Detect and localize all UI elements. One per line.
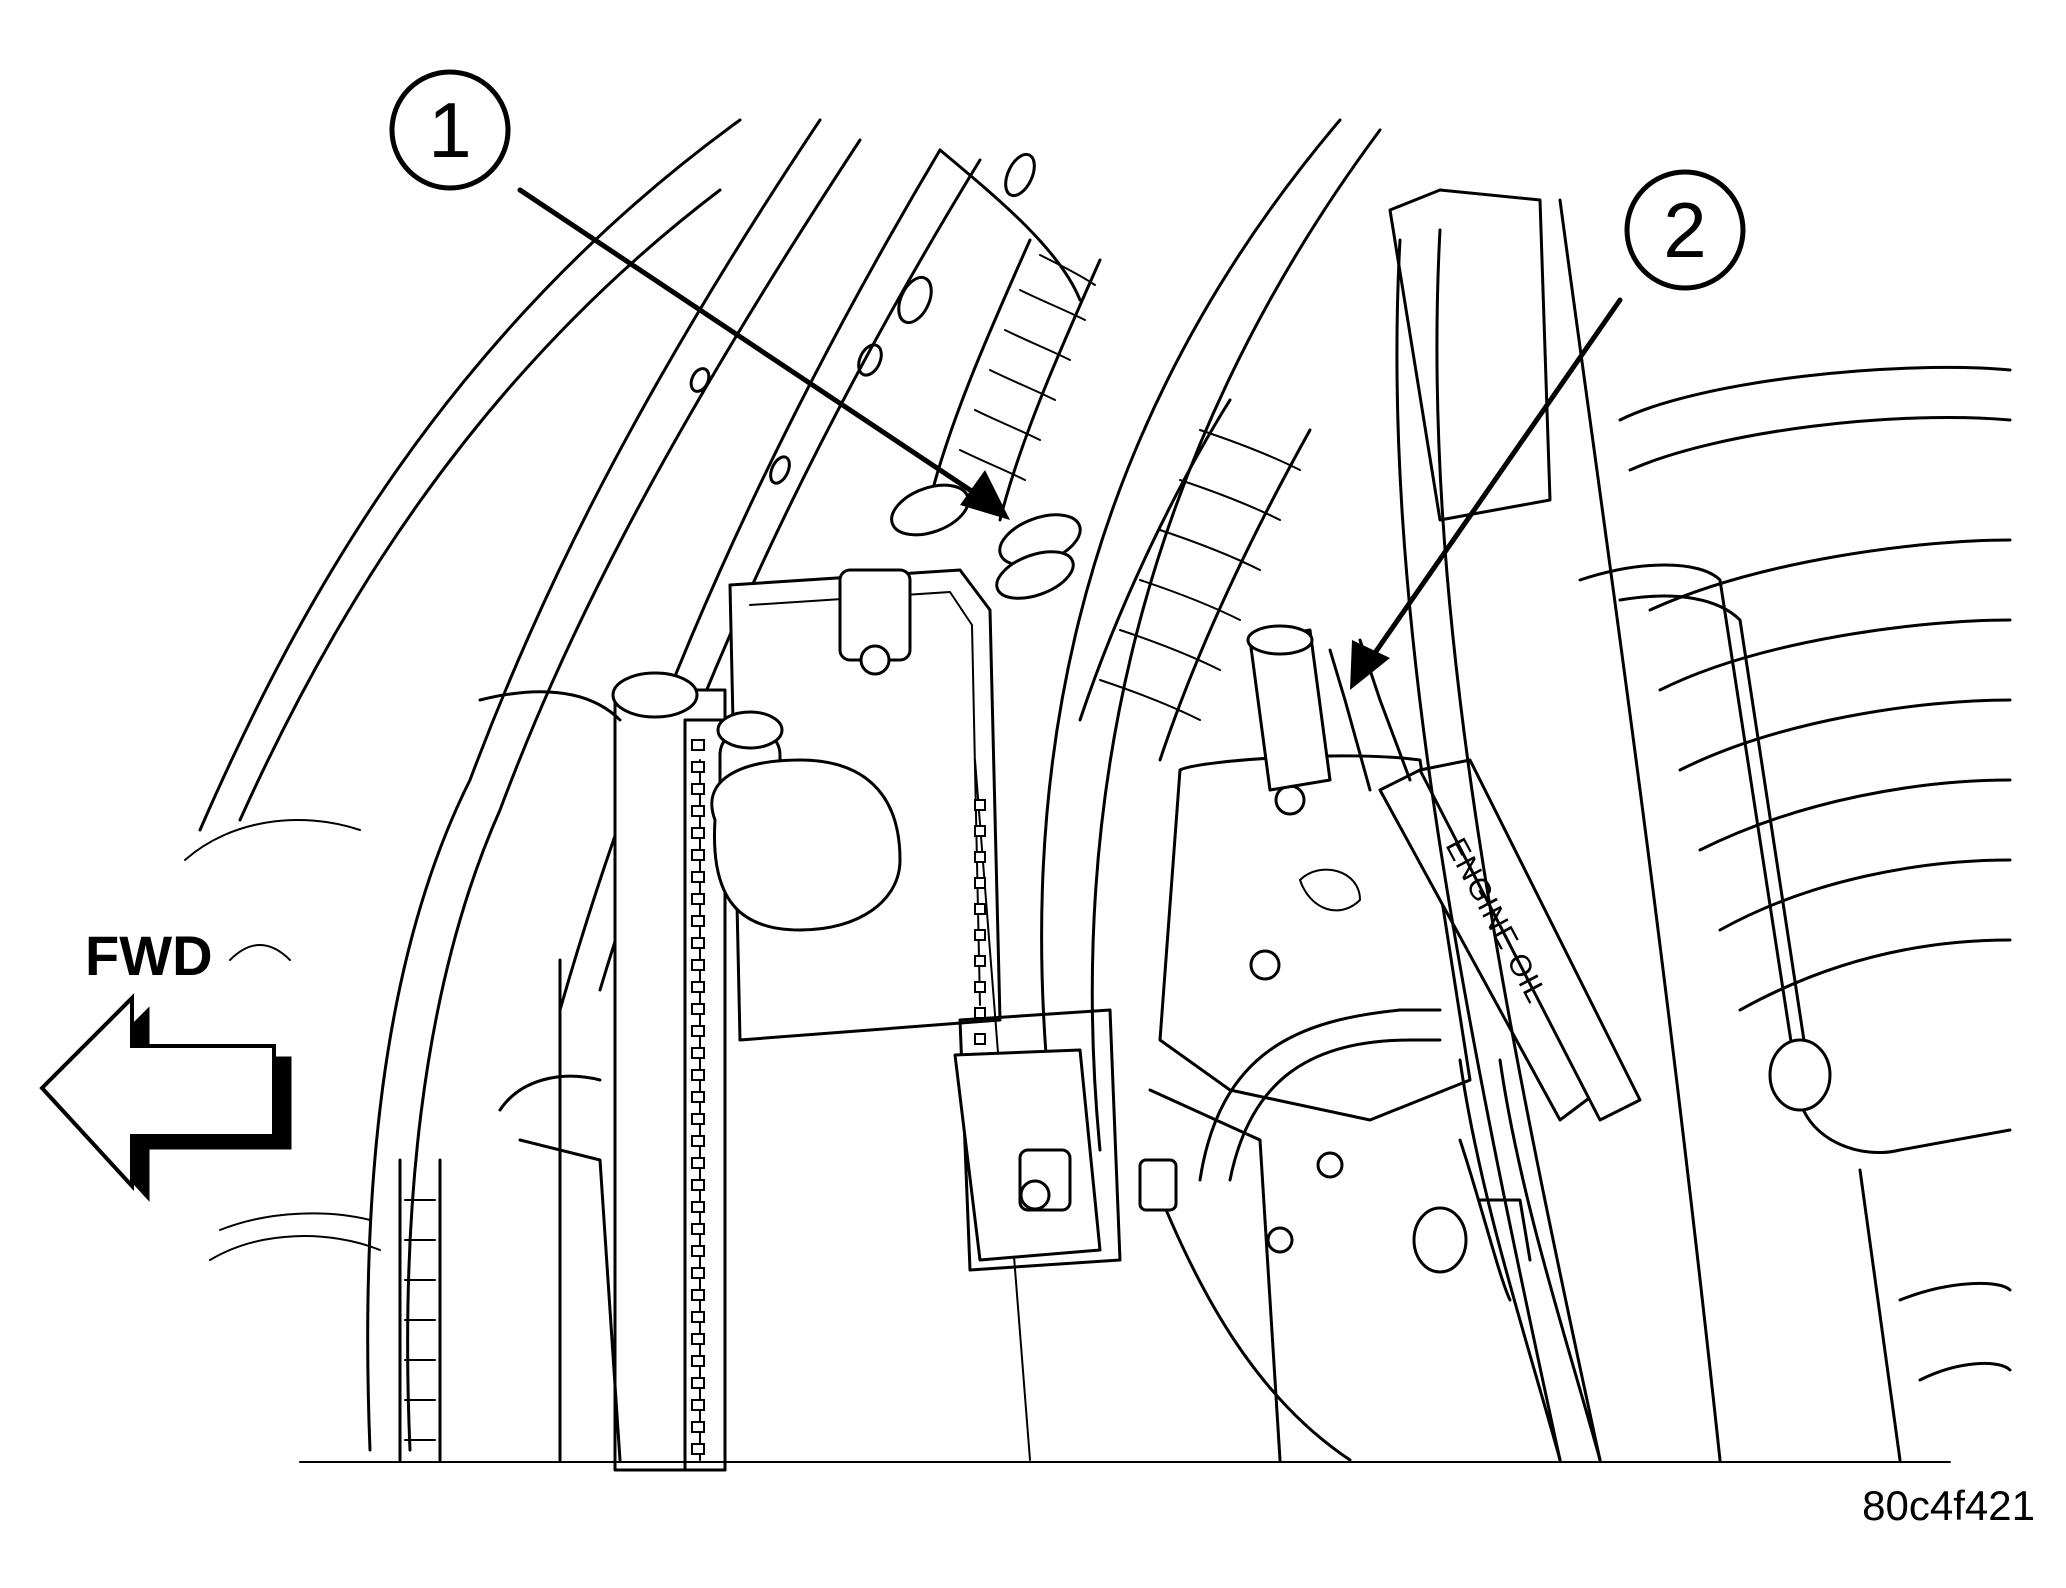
hose-clamp <box>890 483 1082 600</box>
radiator-fin <box>691 805 705 817</box>
radiator-fin <box>691 1399 705 1411</box>
callout-1-leader <box>517 187 988 503</box>
callout-2-circle <box>1624 169 1746 291</box>
radiator-fin <box>691 915 705 927</box>
callout-1-number: 1 <box>428 86 471 174</box>
radiator-fin <box>691 1311 705 1323</box>
radiator-fin <box>691 1091 705 1103</box>
callout-2-arrowhead <box>1350 640 1390 690</box>
bracket-slot <box>974 929 986 941</box>
bracket-slot <box>974 877 986 889</box>
radiator-fin <box>691 739 705 751</box>
callout-1: 1 <box>389 69 1010 520</box>
radiator-fin <box>691 1443 705 1455</box>
radiator-fin <box>691 871 705 883</box>
radiator-fin <box>691 1003 705 1015</box>
radiator-fin <box>691 1289 705 1301</box>
bracket-slot <box>974 903 986 915</box>
radiator-fin <box>691 1333 705 1345</box>
radiator-fin <box>691 1135 705 1147</box>
radiator-fin <box>691 1047 705 1059</box>
lower-hose <box>1078 398 1312 762</box>
radiator-fin <box>691 1201 705 1213</box>
callout-2-leader <box>1367 297 1623 663</box>
radiator-fin <box>691 893 705 905</box>
callout-2-number: 2 <box>1663 186 1706 274</box>
bracket-slot <box>974 825 986 837</box>
radiator-fin <box>691 1355 705 1367</box>
radiator-fin <box>691 827 705 839</box>
bracket-slot <box>974 1033 986 1045</box>
radiator-fin <box>691 937 705 949</box>
radiator-fin <box>691 1069 705 1081</box>
callout-1-circle <box>389 69 511 191</box>
bracket-slot <box>974 851 986 863</box>
bracket-slot <box>974 955 986 967</box>
bracket-slot <box>974 981 986 993</box>
fender-outline <box>184 118 862 1452</box>
engine-controller <box>1158 624 1472 1122</box>
callout-2: 2 <box>1350 169 1746 690</box>
radiator-fin <box>691 1267 705 1279</box>
radiator-fin <box>691 1113 705 1125</box>
radiator-fins <box>691 739 986 1455</box>
radiator-fin <box>691 1421 705 1433</box>
radiator-fin <box>691 1025 705 1037</box>
bracket-slot <box>974 799 986 811</box>
radiator-fin <box>691 849 705 861</box>
figure-id: 80c4f421 <box>1862 1482 2035 1529</box>
radiator-fin <box>691 1179 705 1191</box>
fwd-label: FWD <box>85 924 213 987</box>
bracket-slot <box>974 1007 986 1019</box>
fwd-arrow-icon <box>39 993 276 1192</box>
engine-cover <box>1388 188 2012 1462</box>
forward-direction-indicator: FWD <box>39 924 292 1202</box>
radiator-fin <box>691 981 705 993</box>
callout-1-arrowhead <box>960 470 1010 520</box>
radiator-fin <box>691 1377 705 1389</box>
radiator-fin <box>691 959 705 971</box>
sensor-bracket <box>953 1008 1468 1274</box>
radiator-fin <box>691 761 705 773</box>
radiator-fin <box>691 783 705 795</box>
radiator-fin <box>691 1223 705 1235</box>
radiator-fin <box>691 1157 705 1169</box>
radiator-fin <box>691 1245 705 1257</box>
inner-panel <box>558 118 1382 1152</box>
